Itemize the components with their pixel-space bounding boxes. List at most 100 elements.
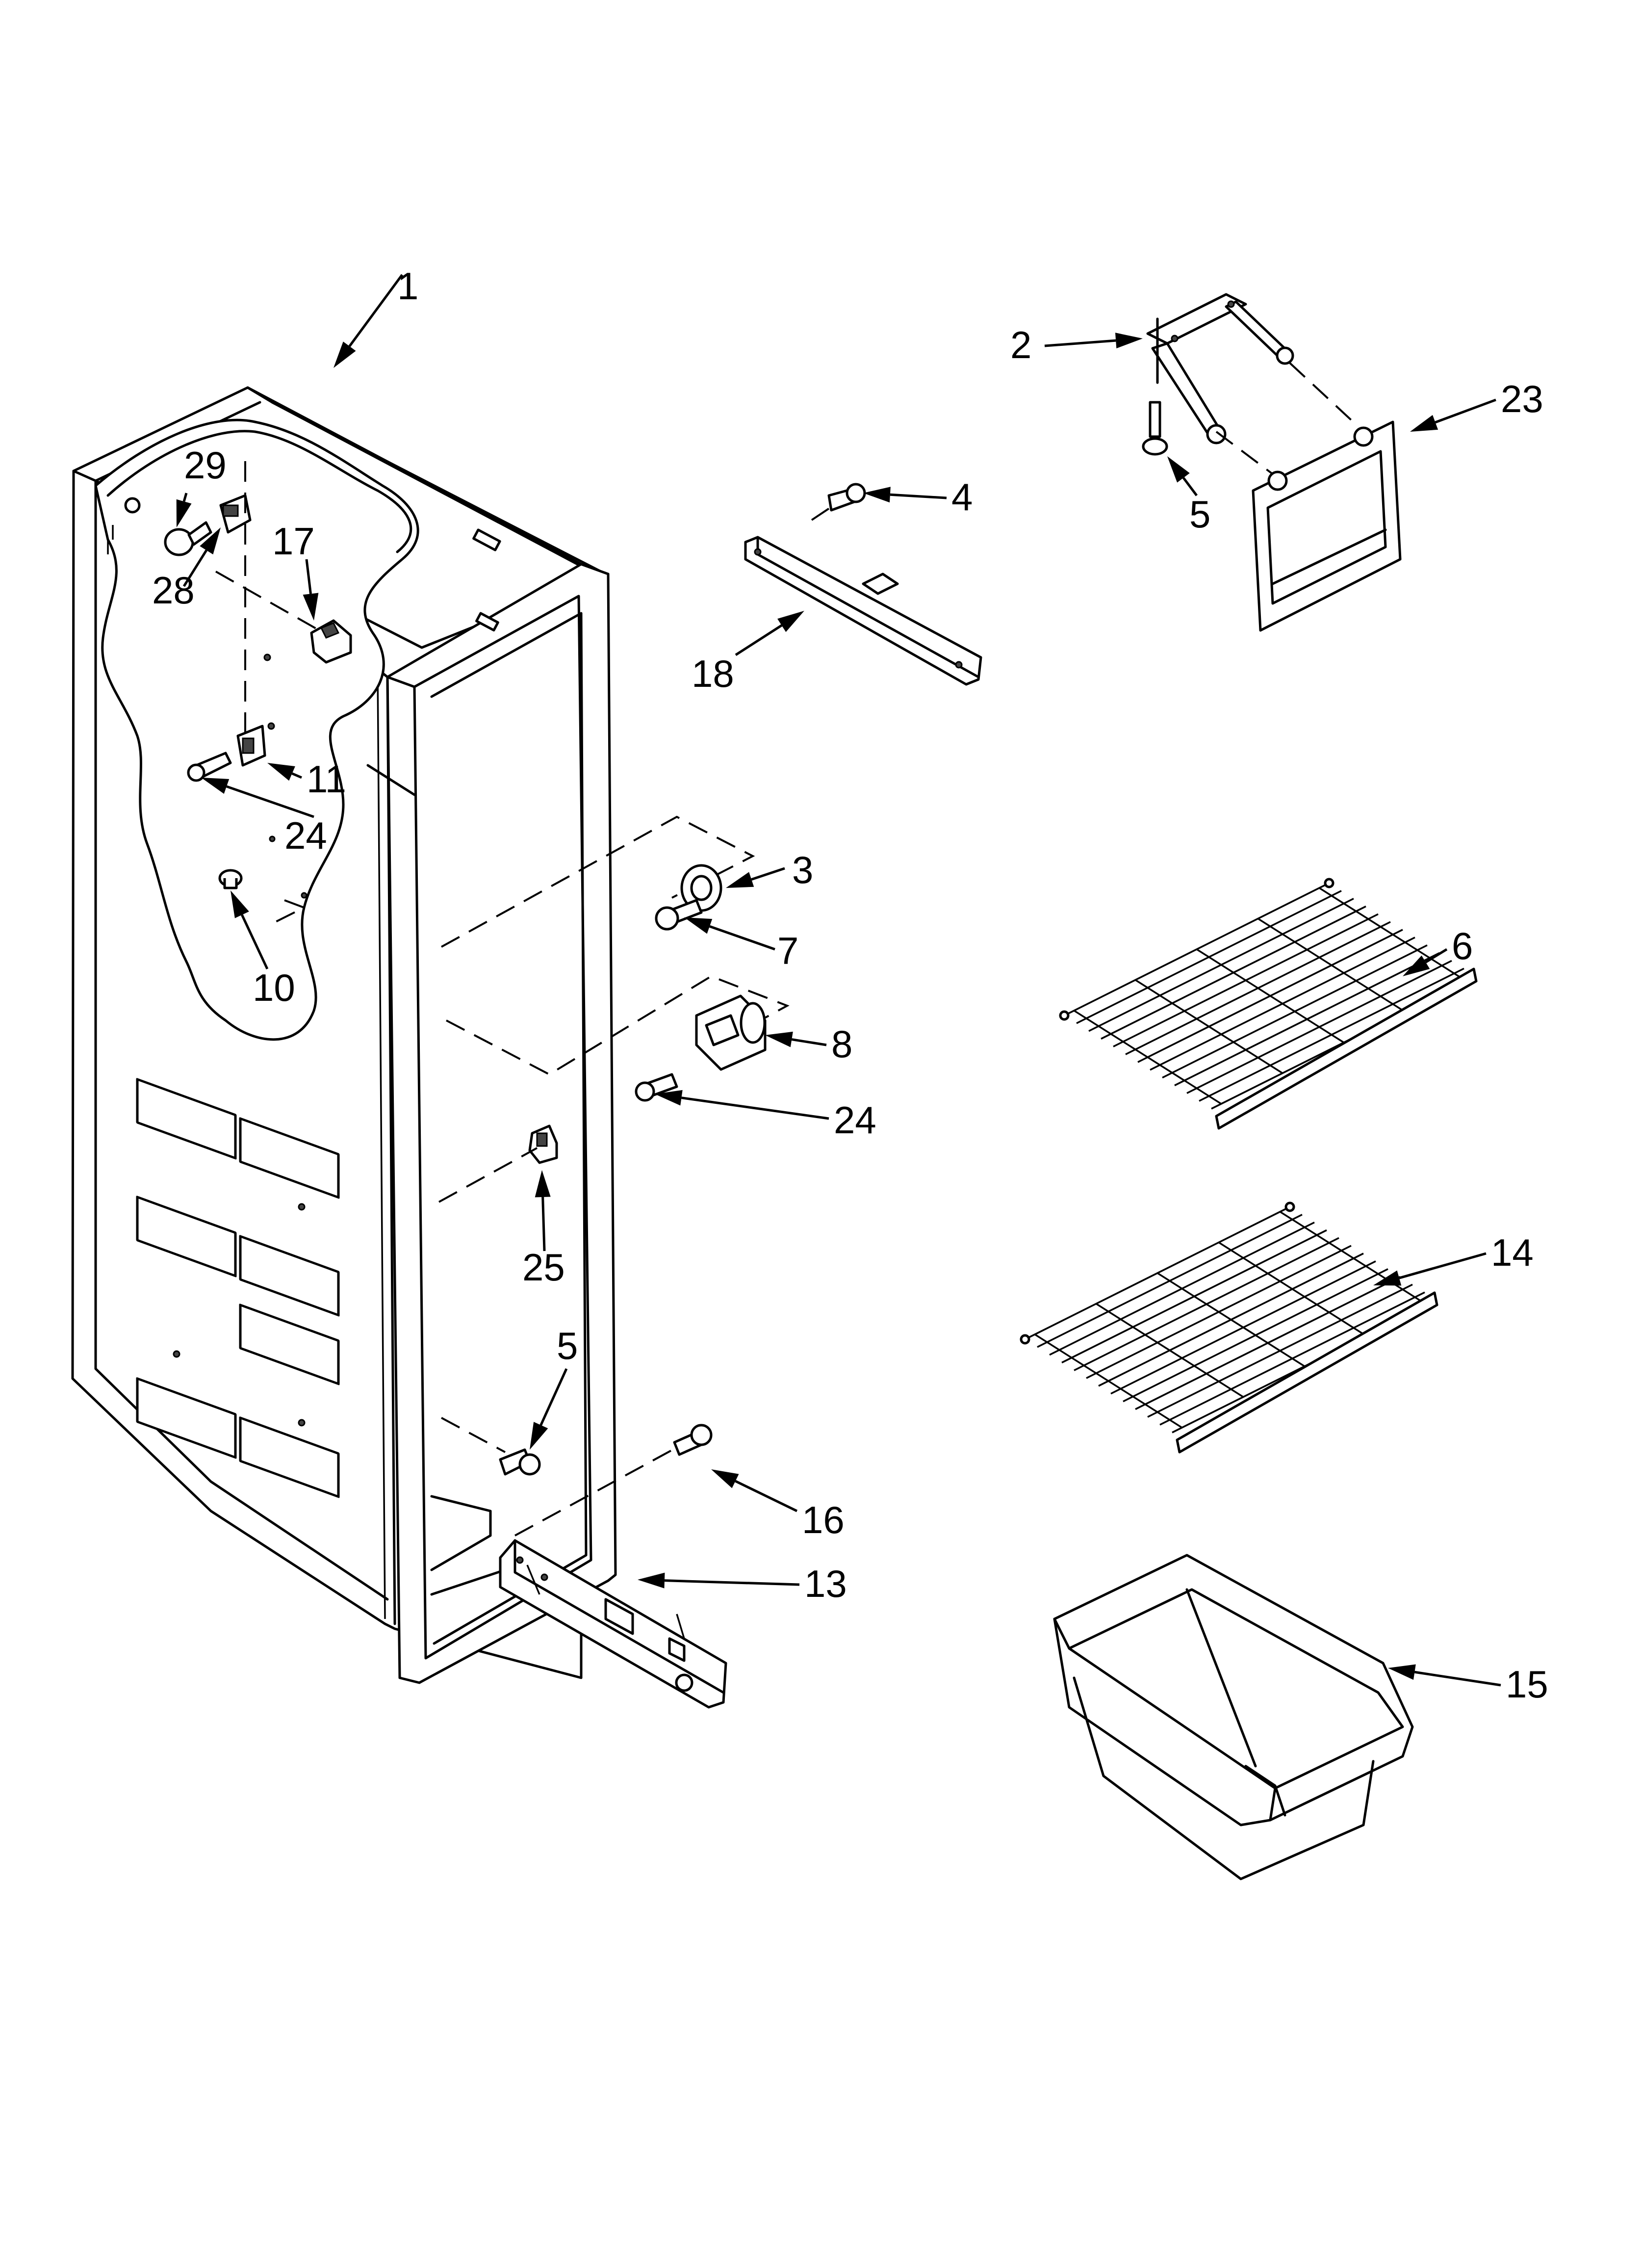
leader-arrowhead	[726, 872, 754, 888]
callout-10: 10	[253, 966, 295, 1009]
shelf-wire	[1257, 918, 1406, 1013]
leader-lines	[176, 274, 1501, 1687]
leader-line	[1414, 1670, 1501, 1687]
part-13-trim	[499, 1539, 727, 1709]
leader-line	[1044, 339, 1116, 347]
leader-arrowhead	[535, 1170, 551, 1198]
callout-5-frame: 5	[557, 1324, 578, 1367]
shelf-wire	[1034, 1333, 1182, 1429]
shelf-wire	[1135, 979, 1283, 1074]
shelf-wire	[1319, 887, 1467, 982]
leader-arrowhead	[711, 1469, 739, 1488]
shelf-end	[1284, 1201, 1295, 1212]
callout-8: 8	[831, 1022, 852, 1066]
part-23-pan	[1252, 420, 1402, 632]
callout-29: 29	[184, 443, 227, 487]
leader-arrowhead	[1115, 333, 1143, 349]
shelf-wire	[1096, 1303, 1244, 1398]
callout-3: 3	[792, 848, 813, 891]
callout-4: 4	[951, 475, 973, 519]
leader-line	[182, 493, 188, 502]
leader-arrowhead	[655, 1090, 683, 1106]
part-7-screw	[655, 899, 703, 931]
leader-arrowhead	[176, 499, 192, 527]
part-15-bin	[1053, 1554, 1414, 1880]
callout-17: 17	[272, 520, 315, 563]
callout-24-lower: 24	[834, 1098, 876, 1142]
shelf-wire	[1074, 1010, 1222, 1105]
callout-1: 1	[397, 264, 418, 308]
leader-line	[1435, 398, 1496, 424]
leader-arrowhead	[1373, 1270, 1402, 1286]
leader-arrowhead	[863, 487, 891, 503]
freezer-liner	[71, 386, 617, 1684]
leader-arrowhead	[201, 778, 230, 794]
callout-24-upper: 24	[284, 814, 327, 857]
callout-25: 25	[522, 1246, 565, 1289]
callout-18: 18	[692, 652, 734, 695]
callout-13: 13	[804, 1562, 847, 1605]
leader-line	[735, 624, 783, 656]
part-16-screw	[673, 1424, 713, 1456]
leader-line	[735, 1480, 798, 1512]
leader-line	[1182, 477, 1198, 496]
leader-arrowhead	[200, 527, 221, 555]
leader-line	[890, 493, 947, 499]
leader-arrowhead	[777, 611, 804, 632]
leader-line	[709, 925, 775, 951]
callout-16: 16	[802, 1498, 845, 1541]
leader-line	[541, 1197, 546, 1251]
leader-line	[1399, 1252, 1487, 1279]
leader-arrowhead	[1410, 415, 1438, 432]
callout-5-top: 5	[1189, 493, 1210, 536]
part-24-screw	[635, 1073, 678, 1102]
leader-line	[226, 785, 314, 818]
part-2-bracket	[1146, 293, 1294, 444]
part-3-glide	[680, 864, 722, 912]
callout-2: 2	[1010, 323, 1031, 366]
part-4-screw	[827, 483, 866, 512]
leader-arrowhead	[1403, 955, 1430, 976]
leader-line	[539, 1368, 568, 1426]
leader-line	[182, 549, 207, 587]
callout-23: 23	[1501, 377, 1543, 420]
leader-arrowhead	[303, 593, 319, 621]
part-8-bracket	[695, 994, 767, 1071]
leader-arrowhead	[334, 341, 356, 368]
shelf-end	[1059, 1010, 1070, 1021]
callout-15: 15	[1506, 1663, 1548, 1706]
leader-line	[348, 274, 404, 347]
callout-14: 14	[1491, 1231, 1534, 1274]
leader-line	[1425, 948, 1448, 964]
shelf-wire	[1218, 1242, 1366, 1336]
back-vents	[136, 1078, 340, 1498]
callout-11: 11	[307, 757, 346, 801]
leader-arrowhead	[267, 763, 295, 781]
leader-line	[291, 772, 302, 779]
part-14-wire-shelf	[1020, 1201, 1438, 1454]
leader-arrowhead	[1388, 1664, 1416, 1680]
callout-28: 28	[152, 569, 195, 612]
shelf-wire	[1280, 1211, 1428, 1306]
leader-arrowhead	[1167, 456, 1190, 483]
shelf-wire	[1196, 948, 1344, 1043]
part-18-rail	[744, 536, 982, 686]
leader-arrowhead	[638, 1572, 665, 1589]
leader-line	[305, 559, 312, 594]
callouts: 1 2 3 4 5 5 6 7 8 10 11 13 14 15 16 17 1…	[152, 264, 1548, 1706]
shelf-end	[1020, 1334, 1030, 1345]
leader-line	[664, 1579, 800, 1586]
leader-line	[751, 867, 785, 881]
shelf-front-trim	[1176, 1291, 1438, 1454]
leader-arrowhead	[231, 890, 249, 918]
leader-arrowhead	[765, 1031, 793, 1047]
part-5-screw-top	[1142, 401, 1168, 456]
leader-line	[241, 914, 269, 970]
leader-line	[791, 1038, 827, 1046]
shelf-front-trim	[1215, 967, 1478, 1130]
shelf-end	[1324, 878, 1334, 888]
leader-arrowhead	[684, 917, 713, 934]
leader-arrowhead	[530, 1422, 548, 1450]
part-6-wire-shelf	[1059, 878, 1478, 1130]
